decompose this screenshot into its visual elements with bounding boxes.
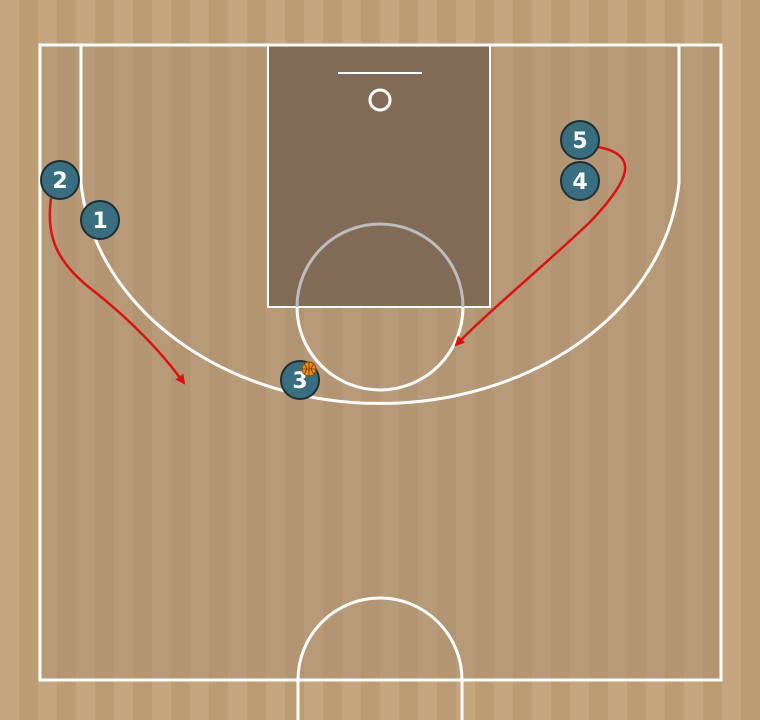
player-1[interactable]: 1 xyxy=(80,200,120,240)
player-2-label: 2 xyxy=(52,169,67,194)
player-1-label: 1 xyxy=(92,209,107,234)
center-circle xyxy=(296,596,464,681)
rim xyxy=(368,88,392,112)
player-2[interactable]: 2 xyxy=(40,160,80,200)
floor-plank xyxy=(722,0,741,720)
court-boundary xyxy=(38,43,723,682)
free-throw-circle-bottom xyxy=(295,306,465,392)
player-4[interactable]: 4 xyxy=(560,161,600,201)
floor-plank xyxy=(741,0,760,720)
floor-plank xyxy=(19,0,38,720)
player-5[interactable]: 5 xyxy=(560,120,600,160)
free-throw-circle-top xyxy=(295,222,465,308)
basketball-icon xyxy=(301,361,317,377)
cut-arrow-player-5 xyxy=(454,145,627,347)
three-point-line xyxy=(79,45,681,405)
player-5-label: 5 xyxy=(572,129,587,154)
cut-arrow-player-2 xyxy=(48,197,186,385)
floor-plank xyxy=(0,0,19,720)
center-circle-lower xyxy=(296,680,464,720)
player-4-label: 4 xyxy=(572,170,587,195)
player-3-label: 3 xyxy=(292,369,307,394)
paint-area xyxy=(267,44,491,308)
